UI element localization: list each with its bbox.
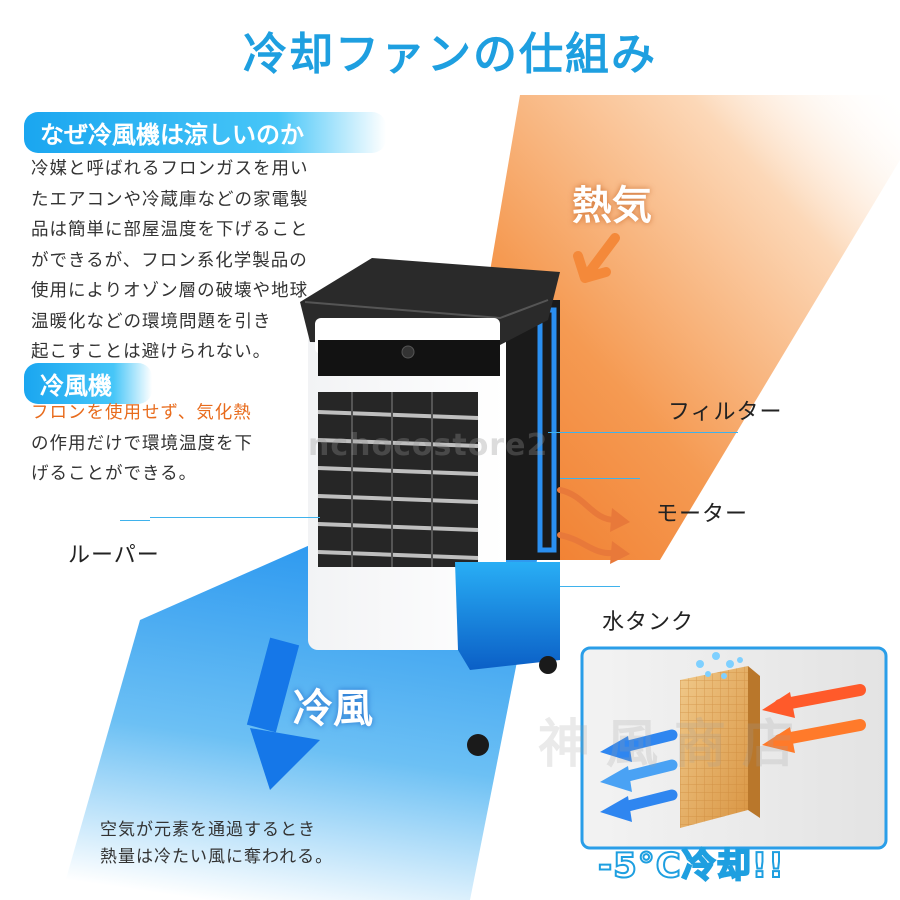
- motor-label: モーター: [656, 502, 749, 527]
- page-title: 冷却ファンの仕組み: [243, 29, 657, 80]
- water-tank-leader-line: [560, 586, 620, 587]
- motor-leader-line: [560, 478, 640, 479]
- filter-leader-line: [548, 432, 738, 433]
- why-line: ができるが、フロン系化学製品の: [31, 250, 308, 271]
- bottom-caption: 空気が元素を通過するとき 熱量は冷たい風に奪われる。: [100, 817, 333, 871]
- cooler-unit: [300, 258, 560, 756]
- why-line: 起こすことは避けられない。: [31, 342, 272, 362]
- why-paragraph: 冷媒と呼ばれるフロンガスを用い たエアコンや冷蔵庫などの家電製 品は簡単に部屋温…: [31, 154, 331, 368]
- cold-air-label: 冷風: [293, 686, 373, 732]
- bottom-line: 空気が元素を通過するとき: [100, 820, 316, 840]
- why-line: 冷媒と呼ばれるフロンガスを用い: [31, 159, 309, 179]
- filter-label: フィルター: [668, 400, 783, 425]
- why-line: 使用によりオゾン層の破壊や地球: [31, 281, 309, 301]
- cooling-amount-label: -5°C冷却!!: [597, 845, 785, 887]
- bottom-line: 熱量は冷たい風に奪われる。: [100, 847, 334, 867]
- hot-air-arrow: [573, 233, 620, 283]
- hot-air-band: [480, 95, 900, 560]
- exhaust-arrows: [557, 487, 618, 557]
- hot-air-label: 熱気: [572, 183, 652, 229]
- water-droplets: [696, 652, 743, 679]
- why-line: 温暖化などの環境問題を引き: [31, 311, 272, 332]
- why-line: 品は簡単に部屋温度を下げること: [31, 220, 309, 240]
- fan-paragraph: フロンを使用せず、気化熱 の作用だけで環境温度を下 げることができる。: [31, 398, 301, 490]
- hot-inflow-arrows: [762, 684, 866, 753]
- louver-leader-line-a: [120, 520, 150, 521]
- cold-outflow-arrows: [600, 729, 678, 822]
- louver-leader-line-b: [150, 517, 320, 518]
- shop-watermark: 神風商店: [538, 715, 811, 775]
- fan-heading: 冷風機: [24, 363, 152, 404]
- cold-air-arrow: [246, 637, 320, 790]
- why-heading: なぜ冷風機は涼しいのか: [24, 112, 386, 153]
- water-tank-label: 水タンク: [602, 610, 695, 635]
- fan-line: の作用だけで環境温度を下: [31, 433, 253, 454]
- store-watermark: nchocostore2: [308, 428, 549, 463]
- fan-line-highlight: フロンを使用せず、気化熱: [31, 403, 252, 423]
- louver-label: ルーパー: [68, 543, 160, 568]
- why-line: たエアコンや冷蔵庫などの家電製: [31, 189, 309, 210]
- evaporation-inset: [580, 646, 888, 850]
- fan-line: げることができる。: [31, 464, 198, 484]
